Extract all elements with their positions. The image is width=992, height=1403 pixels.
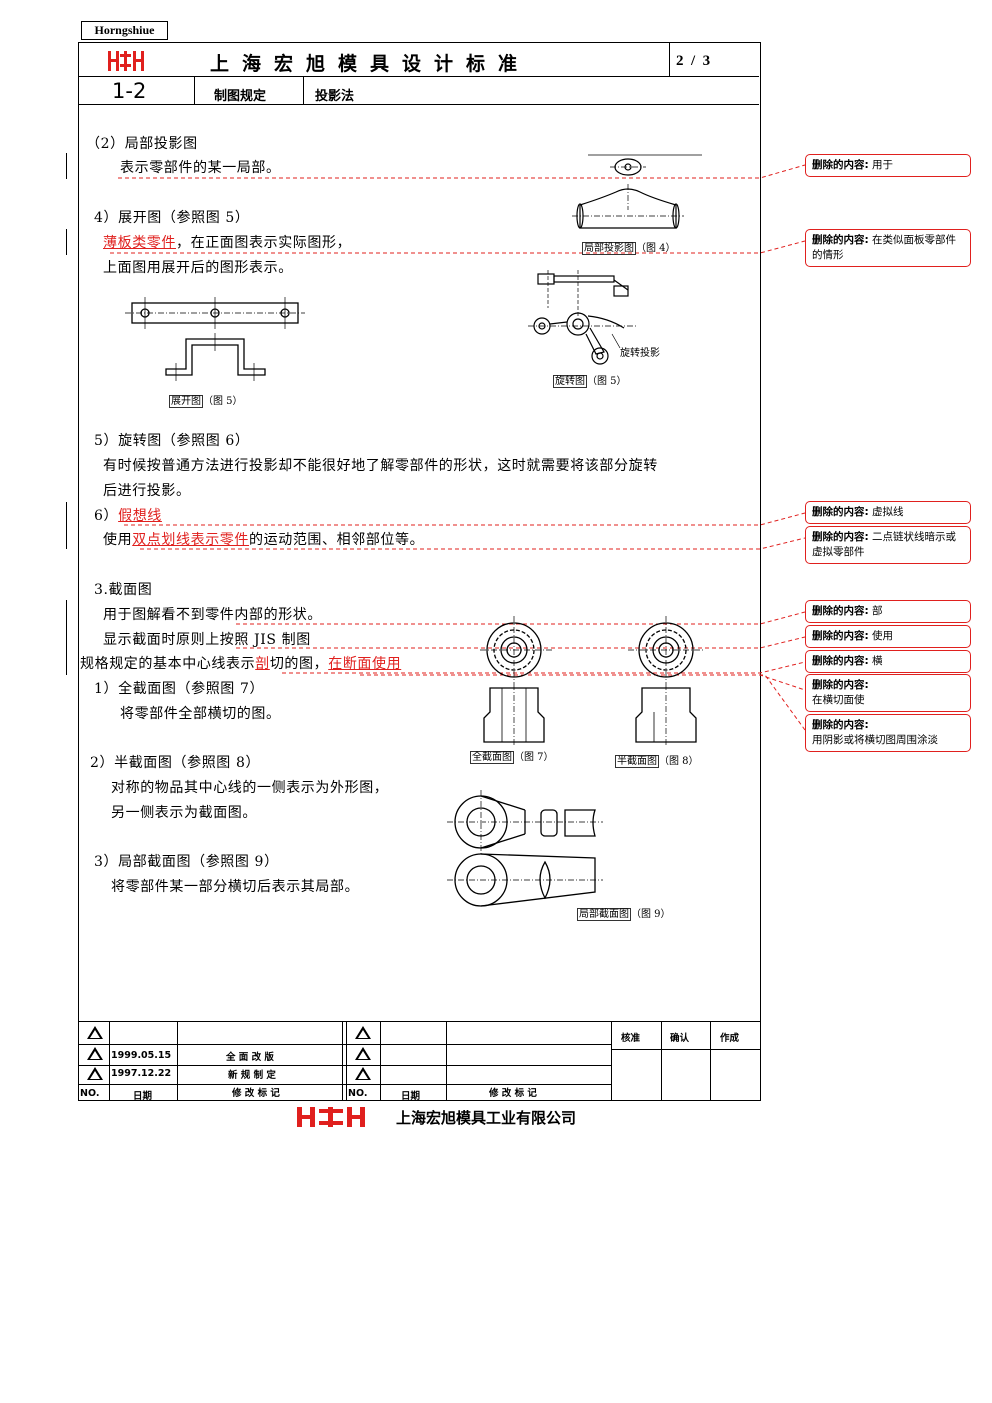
revision-triangle-icon — [355, 1026, 371, 1039]
approve-header: 核准 — [621, 1033, 641, 1044]
tracked-insertion: 双点划线表示零件 — [132, 532, 250, 548]
deletion-comment[interactable]: 删除的内容: 二点链状线暗示或虚拟零部件 — [805, 526, 971, 564]
column-header-mark: 修 改 标 记 — [489, 1088, 537, 1099]
revolved-drawing — [528, 270, 638, 365]
revision-table — [78, 1021, 761, 1101]
figure-note: 旋转投影 — [620, 348, 660, 359]
section-text: 显示截面时原则上按照 JIS 制图 — [103, 632, 311, 648]
figure-caption: 半截面图（图 8） — [615, 755, 699, 768]
company-logo-icon — [108, 51, 144, 71]
full-section-drawing — [480, 616, 552, 746]
section-text: 用于图解看不到零件内部的形状。 — [103, 607, 322, 623]
footer-logo-icon — [297, 1107, 365, 1127]
column-header-date: 日期 — [401, 1091, 421, 1102]
figure-caption: 旋转图（图 5） — [553, 375, 627, 388]
section-title-sectional: 3.截面图 — [94, 582, 153, 598]
confirm-header: 确认 — [670, 1033, 690, 1044]
section-title-partial-section: 3）局部截面图（参照图 9） — [94, 854, 279, 870]
comment-connectors — [110, 164, 806, 731]
revision-triangle-icon — [87, 1026, 103, 1039]
deletion-comment[interactable]: 删除的内容: 横 — [805, 650, 971, 673]
tracked-insertion: 剖 — [255, 656, 270, 672]
figure-caption: 局部截面图（图 9） — [577, 908, 671, 921]
docno-divider — [194, 76, 195, 104]
deletion-comment[interactable]: 删除的内容: 在类似面板零部件的情形 — [805, 229, 971, 267]
deletion-comment[interactable]: 删除的内容:在横切面使 — [805, 674, 971, 712]
column-header-date: 日期 — [133, 1091, 153, 1102]
half-section-drawing — [628, 616, 704, 746]
tracked-insertion: 假想线 — [118, 508, 162, 524]
revision-mark: 全 面 改 版 — [226, 1052, 274, 1063]
subcategory-label: 投影法 — [315, 89, 355, 104]
section-text: 表示零部件的某一局部。 — [120, 160, 281, 176]
section-text: 规格规定的基本中心线表示剖切的图，在断面使用 — [80, 656, 402, 672]
category-label: 制图规定 — [214, 89, 267, 104]
column-header-no: NO. — [80, 1088, 100, 1099]
category-divider — [303, 76, 304, 104]
partial-projection-drawing — [572, 154, 702, 229]
section-text: 将零部件全部横切的图。 — [120, 706, 281, 722]
section-title-full-section: 1）全截面图（参照图 7） — [94, 681, 265, 697]
change-bar — [66, 229, 67, 255]
development-drawing — [125, 297, 305, 381]
change-bar — [66, 153, 67, 179]
section-text: 将零部件某一部分横切后表示其局部。 — [111, 879, 360, 895]
revision-triangle-icon — [355, 1067, 371, 1080]
deletion-comment[interactable]: 删除的内容: 使用 — [805, 625, 971, 648]
column-header-no: NO. — [348, 1088, 368, 1099]
standard-sheet — [78, 42, 761, 1101]
revision-date: 1997.12.22 — [111, 1068, 172, 1079]
subheader-divider — [79, 104, 759, 105]
section-text: 使用双点划线表示零件的运动范围、相邻部位等。 — [103, 532, 425, 548]
section-text: 后进行投影。 — [103, 483, 191, 499]
section-title-revolved: 5）旋转图（参照图 6） — [94, 433, 250, 449]
standard-title: 上海宏旭模具设计标准 — [210, 53, 531, 75]
header-divider — [79, 76, 759, 77]
page-cell-divider — [669, 43, 670, 76]
section-text: 上面图用展开后的图形表示。 — [103, 260, 293, 276]
page-number: 2 / 3 — [676, 53, 711, 69]
figure-caption: 局部投影图（图 4） — [582, 242, 676, 255]
author-header: 作成 — [720, 1033, 740, 1044]
revision-triangle-icon — [87, 1047, 103, 1060]
revision-triangle-icon — [87, 1067, 103, 1080]
section-title-partial-projection: （2）局部投影图 — [86, 136, 198, 152]
section-text: 另一侧表示为截面图。 — [111, 805, 257, 821]
deletion-comment[interactable]: 删除的内容:用阴影或将横切图周围涂淡 — [805, 714, 971, 752]
tracked-insertion: 薄板类零件 — [103, 235, 176, 251]
figure-caption: 展开图（图 5） — [169, 395, 243, 408]
deletion-comment[interactable]: 删除的内容: 虚拟线 — [805, 501, 971, 524]
section-text: 对称的物品其中心线的一侧表示为外形图， — [111, 780, 389, 796]
partial-section-drawing — [447, 790, 603, 907]
tracked-insertion: 在断面使用 — [328, 656, 402, 672]
document-number: 1-2 — [112, 79, 147, 103]
company-name: 上海宏旭模具工业有限公司 — [396, 1109, 577, 1127]
deletion-comment[interactable]: 删除的内容: 部 — [805, 600, 971, 623]
section-text: 有时候按普通方法进行投影却不能很好地了解零部件的形状，这时就需要将该部分旋转 — [103, 458, 658, 474]
column-header-mark: 修 改 标 记 — [232, 1088, 280, 1099]
section-title-phantom-line: 6）假想线 — [94, 508, 162, 524]
figure-caption: 全截面图（图 7） — [470, 751, 554, 764]
brand-tag: Horngshiue — [81, 21, 168, 40]
change-bar — [66, 502, 67, 549]
change-bar — [66, 600, 67, 675]
deletion-comment[interactable]: 删除的内容: 用于 — [805, 154, 971, 177]
section-title-development: 4）展开图（参照图 5） — [94, 210, 250, 226]
section-text: 薄板类零件，在正面图表示实际图形， — [103, 235, 352, 251]
revision-mark: 新 规 制 定 — [228, 1070, 276, 1081]
section-title-half-section: 2）半截面图（参照图 8） — [90, 755, 261, 771]
revision-date: 1999.05.15 — [111, 1050, 172, 1061]
revision-triangle-icon — [355, 1047, 371, 1060]
